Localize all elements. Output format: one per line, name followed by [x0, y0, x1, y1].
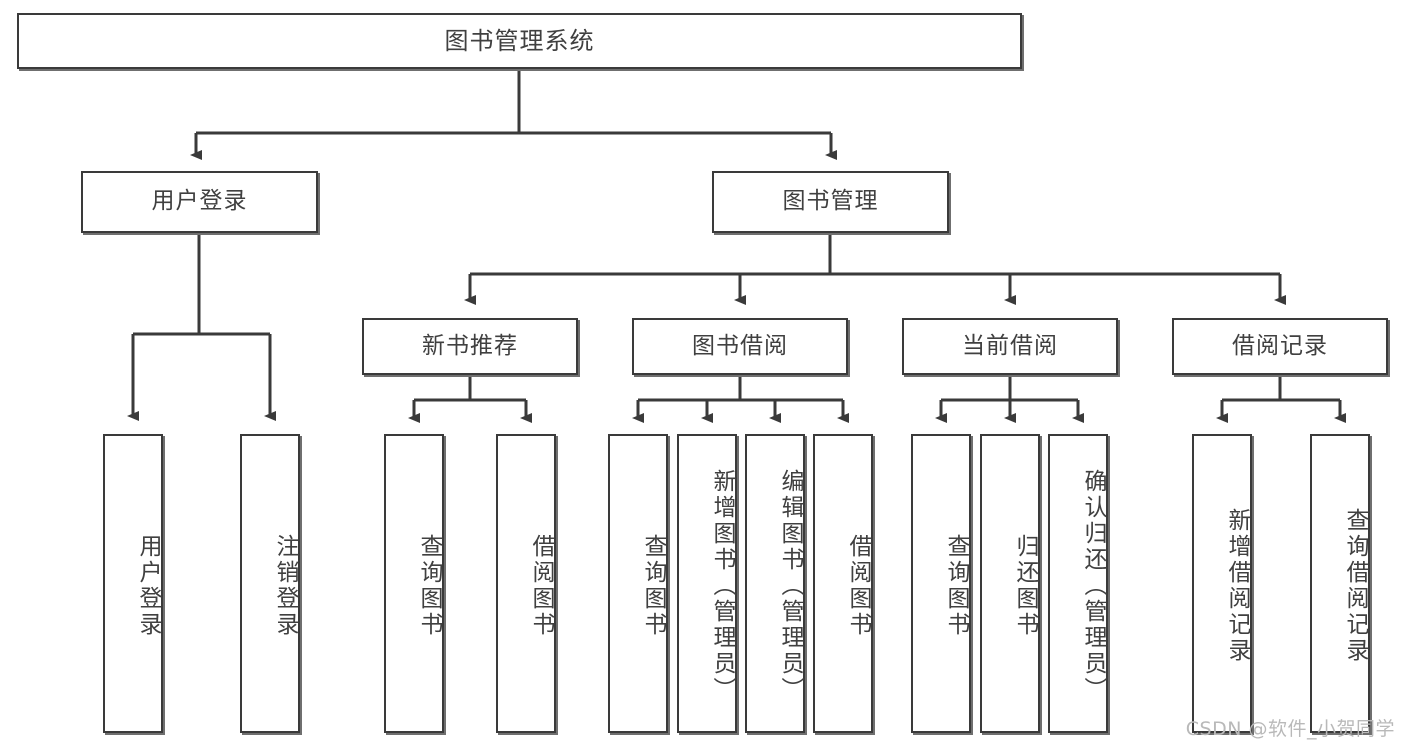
leaf-borrow-add-book-admin[interactable]: 新增图书（管理员） [677, 434, 737, 733]
leaf-current-return-book[interactable]: 归还图书 [980, 434, 1040, 733]
leaf-borrow-borrow-book[interactable]: 借阅图书 [813, 434, 873, 733]
node-label: 新书推荐 [422, 332, 518, 359]
leaf-borrow-edit-book-admin[interactable]: 编辑图书（管理员） [745, 434, 805, 733]
node-label: 确认归还（管理员） [1080, 468, 1106, 703]
node-label: 图书借阅 [692, 332, 788, 359]
node-current-borrow[interactable]: 当前借阅 [902, 318, 1118, 375]
csdn-watermark: CSDN @软件_小贺同学 [1185, 718, 1395, 740]
node-book-borrow[interactable]: 图书借阅 [632, 318, 848, 375]
leaf-user-login-logout[interactable]: 注销登录 [240, 434, 300, 733]
node-borrow-record[interactable]: 借阅记录 [1172, 318, 1388, 375]
node-label: 图书管理 [782, 188, 879, 215]
leaf-borrow-query-book[interactable]: 查询图书 [608, 434, 668, 733]
node-book-management[interactable]: 图书管理 [712, 171, 949, 233]
node-new-book-recommend[interactable]: 新书推荐 [362, 318, 578, 375]
node-label: 新增借阅记录 [1224, 507, 1250, 664]
leaf-current-confirm-return-admin[interactable]: 确认归还（管理员） [1048, 434, 1108, 733]
node-label: 借阅图书 [528, 533, 554, 638]
node-label: 用户登录 [135, 533, 161, 638]
node-label: 图书管理系统 [444, 26, 595, 55]
node-label: 归还图书 [1012, 533, 1038, 638]
node-label: 当前借阅 [962, 332, 1058, 359]
node-book-management-system[interactable]: 图书管理系统 [17, 13, 1022, 69]
node-label: 编辑图书（管理员） [777, 468, 803, 703]
node-label: 查询图书 [416, 533, 442, 638]
leaf-user-login-login[interactable]: 用户登录 [103, 434, 163, 733]
leaf-current-query-book[interactable]: 查询图书 [911, 434, 971, 733]
node-label: 查询图书 [640, 533, 666, 638]
node-user-login[interactable]: 用户登录 [81, 171, 318, 233]
node-label: 用户登录 [151, 188, 248, 215]
node-label: 查询图书 [943, 533, 969, 638]
node-label: 查询借阅记录 [1342, 507, 1368, 664]
node-label: 借阅记录 [1232, 332, 1328, 359]
leaf-record-add-record[interactable]: 新增借阅记录 [1192, 434, 1252, 733]
leaf-recommend-query-book[interactable]: 查询图书 [384, 434, 444, 733]
node-label: 借阅图书 [845, 533, 871, 638]
node-label: 注销登录 [272, 533, 298, 638]
node-label: 新增图书（管理员） [709, 468, 735, 703]
leaf-record-query-record[interactable]: 查询借阅记录 [1310, 434, 1370, 733]
leaf-recommend-borrow-book[interactable]: 借阅图书 [496, 434, 556, 733]
